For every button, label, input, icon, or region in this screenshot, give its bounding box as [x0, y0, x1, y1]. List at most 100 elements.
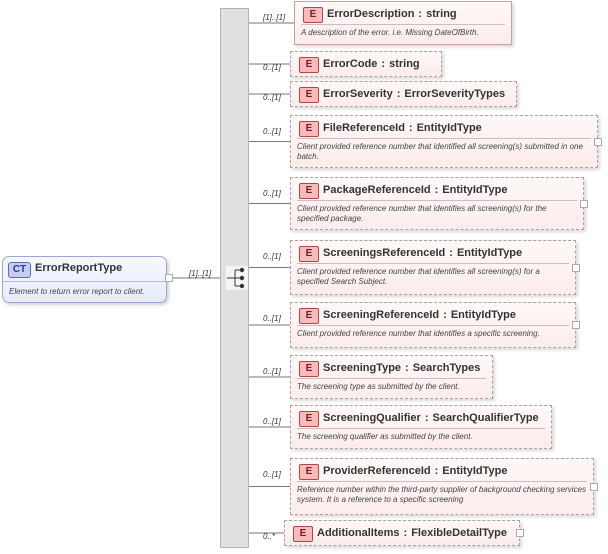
element-name: PackageReferenceId: [323, 184, 431, 196]
element-name: FileReferenceId: [323, 122, 405, 134]
element-title: ProviderReferenceId:EntityIdType: [323, 465, 507, 477]
expand-icon[interactable]: [594, 137, 602, 146]
element-title: ErrorSeverity:ErrorSeverityTypes: [323, 88, 505, 100]
type-separator: :: [408, 122, 413, 134]
element-multiplicity: 0..[1]: [263, 63, 281, 72]
element-documentation: The screening type as submitted by the c…: [297, 382, 460, 391]
type-separator: :: [443, 309, 447, 321]
element-multiplicity: 0..[1]: [263, 470, 281, 479]
element-badge-icon: E: [303, 7, 323, 23]
element-multiplicity: 0..[1]: [263, 127, 281, 136]
element-title: PackageReferenceId:EntityIdType: [323, 184, 508, 196]
element-name: AdditionalItems: [317, 527, 400, 539]
element-type: SearchQualifierType: [432, 412, 539, 424]
element-error-severity[interactable]: E ErrorSeverity:ErrorSeverityTypes: [290, 81, 517, 107]
element-type: EntityIdType: [442, 184, 508, 196]
element-badge-icon: E: [299, 57, 319, 73]
element-documentation: Client provided reference number that id…: [297, 267, 540, 286]
element-name: ErrorCode: [323, 58, 378, 70]
element-divider: [297, 138, 591, 139]
element-title: FileReferenceId:EntityIdType: [323, 122, 482, 134]
element-divider: [297, 481, 587, 482]
element-type: FlexibleDetailType: [411, 527, 507, 539]
element-badge-icon: E: [299, 246, 319, 262]
element-type: EntityIdType: [450, 309, 517, 321]
element-name: ScreeningType: [323, 362, 402, 374]
expand-icon[interactable]: [590, 482, 598, 491]
element-badge-icon: E: [299, 361, 319, 377]
element-badge-icon: E: [299, 308, 319, 324]
element-type: EntityIdType: [442, 465, 508, 477]
element-error-description[interactable]: E ErrorDescription:string A description of…: [294, 1, 512, 45]
type-separator: :: [418, 8, 423, 20]
element-name: ErrorSeverity: [323, 88, 393, 100]
element-type: string: [426, 8, 457, 20]
type-separator: :: [424, 412, 429, 424]
type-separator: :: [403, 527, 408, 539]
element-documentation: A description of the error. i.e. Missing…: [301, 28, 479, 37]
complex-type-name: ErrorReportType: [35, 262, 123, 274]
element-title: ScreeningReferenceId:EntityIdType: [323, 309, 516, 321]
element-name: ErrorDescription: [327, 8, 415, 20]
element-type: EntityIdType: [456, 247, 523, 259]
element-title: AdditionalItems:FlexibleDetailType: [317, 527, 507, 539]
expand-icon[interactable]: [516, 529, 524, 537]
element-title: ErrorCode:string: [323, 58, 420, 70]
complex-type-header: CT ErrorReportType: [3, 257, 166, 282]
element-name: ScreeningsReferenceId: [323, 247, 446, 259]
element-name: ScreeningReferenceId: [323, 309, 440, 321]
element-title: ScreeningsReferenceId:EntityIdType: [323, 247, 522, 259]
element-type: ErrorSeverityTypes: [404, 88, 506, 100]
expand-icon[interactable]: [572, 321, 580, 329]
type-separator: :: [405, 362, 409, 374]
sequence-compositor-icon[interactable]: [226, 266, 248, 290]
element-divider: [297, 428, 545, 429]
element-badge-icon: E: [299, 121, 319, 137]
element-type: string: [389, 58, 420, 70]
type-separator: :: [434, 184, 439, 196]
element-type: EntityIdType: [416, 122, 482, 134]
type-separator: :: [434, 465, 439, 477]
element-title: ErrorDescription:string: [327, 8, 457, 20]
element-documentation: The screening qualifier as submitted by …: [297, 432, 473, 441]
complex-type-documentation: Element to return error report to client…: [9, 287, 145, 296]
element-divider: [297, 200, 577, 201]
complex-type-badge-icon: CT: [8, 262, 31, 278]
element-divider: [297, 263, 569, 264]
element-documentation: Reference number within the third-party …: [297, 485, 587, 504]
element-name: ScreeningQualifier: [323, 412, 421, 424]
type-separator: :: [449, 247, 453, 259]
element-badge-icon: E: [299, 464, 319, 480]
type-separator: :: [396, 88, 401, 100]
element-multiplicity: 0..[1]: [263, 93, 281, 102]
element-documentation: Client provided reference number that id…: [297, 204, 547, 223]
element-multiplicity: 0..[1]: [263, 252, 281, 261]
element-documentation: Client provided reference number that id…: [297, 329, 540, 338]
complex-type-collapse-icon[interactable]: [165, 274, 173, 282]
element-multiplicity: 0..[1]: [263, 367, 281, 376]
expand-icon[interactable]: [572, 263, 580, 272]
element-badge-icon: E: [299, 87, 319, 103]
element-title: ScreeningQualifier:SearchQualifierType: [323, 412, 539, 424]
element-multiplicity: 0..[1]: [263, 189, 281, 198]
expand-icon[interactable]: [580, 199, 588, 208]
element-divider: [297, 378, 486, 379]
element-title: ScreeningType:SearchTypes: [323, 362, 480, 374]
element-multiplicity: 0..[1]: [263, 417, 281, 426]
element-error-code[interactable]: E ErrorCode:string: [290, 51, 442, 77]
complex-type-error-report-type[interactable]: CT ErrorReportType Element to return err…: [2, 256, 167, 303]
type-separator: :: [381, 58, 386, 70]
sequence-multiplicity: [1]..[1]: [189, 269, 212, 278]
element-multiplicity: 0..*: [263, 532, 276, 541]
element-badge-icon: E: [299, 411, 319, 427]
element-divider: [301, 24, 505, 25]
